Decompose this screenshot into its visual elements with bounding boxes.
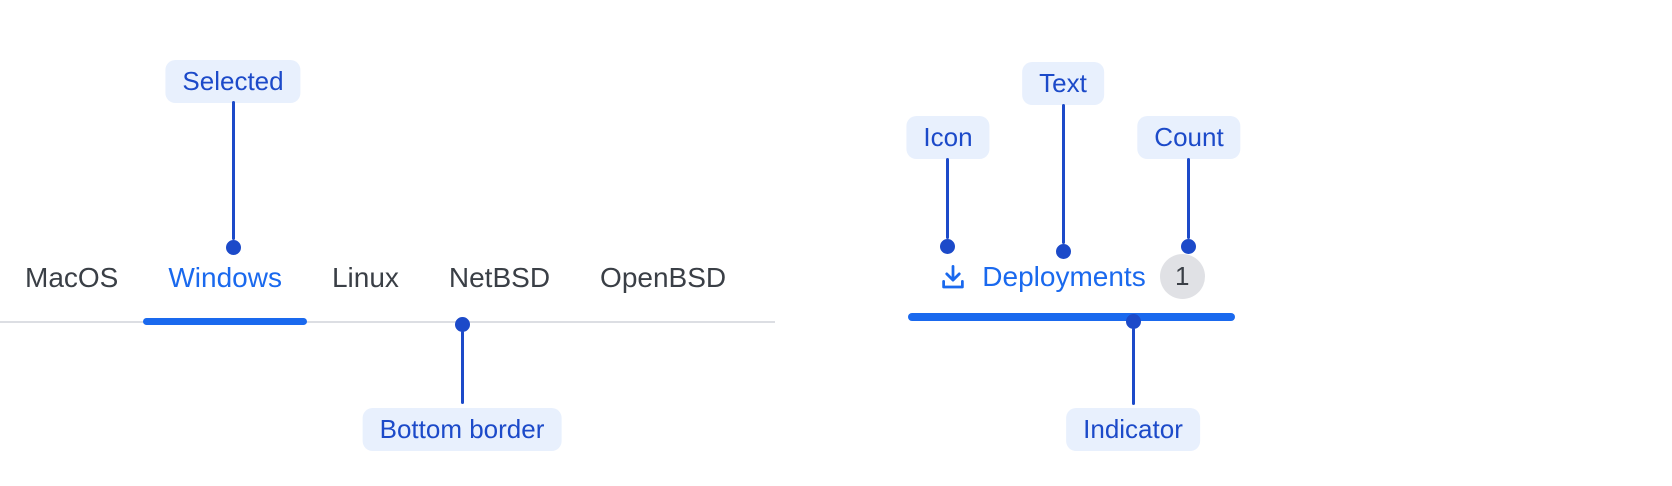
count-badge: 1 <box>1159 254 1205 299</box>
connector-line <box>1186 158 1190 239</box>
connector-line <box>1061 104 1065 244</box>
tab-openbsd[interactable]: OpenBSD <box>575 234 751 321</box>
tab-windows[interactable]: Windows <box>143 234 307 325</box>
connector-dot <box>454 316 470 332</box>
tab-label: Windows <box>168 261 282 293</box>
tab-macos[interactable]: MacOS <box>0 234 143 321</box>
deployments-tab-label: Deployments <box>982 260 1146 292</box>
connector-line <box>945 158 949 239</box>
active-indicator <box>908 313 1235 321</box>
connector-dot <box>1055 243 1071 259</box>
connector-line <box>1131 328 1135 405</box>
annotation-text: Text <box>1022 62 1104 105</box>
deployments-tab-content: Deployments 1 <box>908 240 1235 313</box>
os-tabbar: MacOS Windows Linux NetBSD OpenBSD <box>0 234 775 325</box>
deployments-tab[interactable]: Deployments 1 <box>908 240 1235 321</box>
download-icon <box>942 264 965 288</box>
connector-line <box>231 101 235 240</box>
annotation-selected: Selected <box>165 60 301 103</box>
tab-label: NetBSD <box>448 261 551 293</box>
connector-dot <box>225 239 241 255</box>
tab-label: MacOS <box>25 261 119 293</box>
connector-dot <box>1125 313 1141 329</box>
annotation-count: Count <box>1137 116 1241 159</box>
annotation-bottom-border: Bottom border <box>362 408 562 451</box>
connector-dot <box>1180 238 1196 254</box>
annotation-indicator: Indicator <box>1066 408 1200 451</box>
annotation-icon: Icon <box>906 116 990 159</box>
tab-label: OpenBSD <box>600 261 727 293</box>
tab-linux[interactable]: Linux <box>307 234 424 321</box>
connector-line <box>460 331 464 404</box>
tab-label: Linux <box>331 261 399 293</box>
connector-dot <box>939 238 955 254</box>
tab-netbsd[interactable]: NetBSD <box>424 234 575 321</box>
